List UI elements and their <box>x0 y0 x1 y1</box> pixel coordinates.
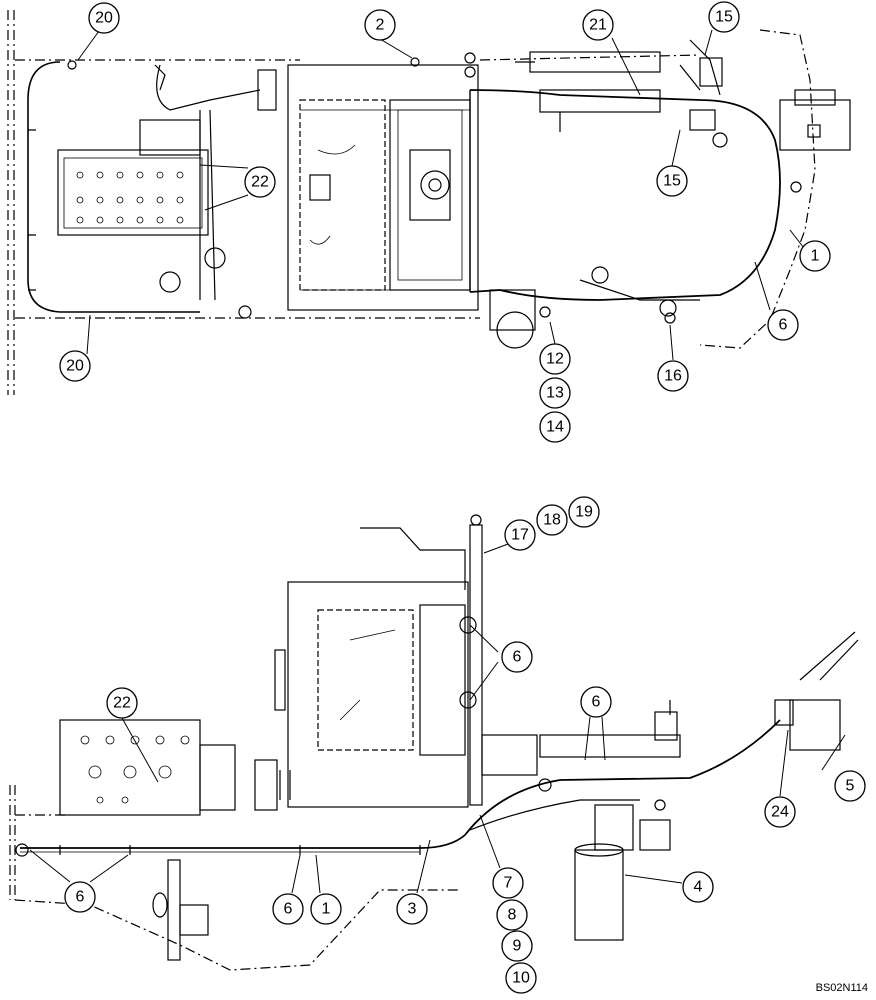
callout-14: 14 <box>539 411 571 443</box>
callout-9: 9 <box>501 930 533 962</box>
svg-text:21: 21 <box>589 17 607 34</box>
callout-10: 10 <box>505 962 537 994</box>
callout-3: 3 <box>396 893 428 925</box>
svg-text:20: 20 <box>95 10 113 27</box>
callout-18: 18 <box>536 504 568 536</box>
svg-text:7: 7 <box>504 875 513 892</box>
svg-text:15: 15 <box>715 9 733 26</box>
svg-text:20: 20 <box>66 358 84 375</box>
svg-text:22: 22 <box>113 695 131 712</box>
svg-text:1: 1 <box>811 248 820 265</box>
top-view <box>7 10 851 395</box>
callout-22-top: 22 <box>244 166 276 198</box>
svg-text:10: 10 <box>512 970 530 987</box>
callout-17: 17 <box>504 519 536 551</box>
callout-20-top: 20 <box>88 2 120 34</box>
callout-16: 16 <box>657 360 689 392</box>
callout-6-left: 6 <box>64 881 96 913</box>
callout-22-side: 22 <box>106 687 138 719</box>
svg-text:13: 13 <box>546 385 564 402</box>
svg-text:6: 6 <box>513 649 522 666</box>
callout-15-top: 15 <box>708 1 740 33</box>
svg-text:3: 3 <box>408 901 417 918</box>
svg-text:17: 17 <box>511 527 529 544</box>
callout-24: 24 <box>764 796 796 828</box>
svg-text:19: 19 <box>575 504 593 521</box>
callout-6-upper: 6 <box>580 686 612 718</box>
engine-bolt-grid <box>76 171 184 224</box>
svg-text:6: 6 <box>592 694 601 711</box>
callout-2: 2 <box>364 9 396 41</box>
drawing-code: BS02N114 <box>815 982 868 994</box>
svg-text:22: 22 <box>251 174 269 191</box>
callout-1-top: 1 <box>799 240 831 272</box>
callout-12: 12 <box>539 343 571 375</box>
svg-text:18: 18 <box>543 512 561 529</box>
svg-text:6: 6 <box>779 317 788 334</box>
callout-20-bottom: 20 <box>59 350 91 382</box>
callout-21: 21 <box>582 9 614 41</box>
callout-1-side: 1 <box>310 893 342 925</box>
leader-lines <box>29 29 846 894</box>
svg-text:24: 24 <box>771 804 789 821</box>
svg-text:14: 14 <box>546 419 564 436</box>
svg-text:16: 16 <box>664 368 682 385</box>
side-view <box>9 514 859 971</box>
svg-text:8: 8 <box>508 907 517 924</box>
callout-4: 4 <box>682 871 714 903</box>
svg-text:6: 6 <box>76 889 85 906</box>
callout-19: 19 <box>568 496 600 528</box>
callout-15-bottom: 15 <box>656 165 688 197</box>
svg-text:2: 2 <box>376 17 385 34</box>
callout-13: 13 <box>539 377 571 409</box>
callout-6-mid: 6 <box>272 893 304 925</box>
svg-text:1: 1 <box>322 901 331 918</box>
callout-5: 5 <box>834 770 866 802</box>
svg-text:6: 6 <box>284 901 293 918</box>
svg-text:15: 15 <box>663 173 681 190</box>
svg-text:4: 4 <box>694 879 703 896</box>
callout-6-top: 6 <box>767 309 799 341</box>
svg-text:9: 9 <box>513 938 522 955</box>
callout-8: 8 <box>496 899 528 931</box>
svg-text:5: 5 <box>846 778 855 795</box>
svg-text:12: 12 <box>546 351 564 368</box>
callout-7: 7 <box>492 867 524 899</box>
engine-side-bolts <box>80 735 190 804</box>
callout-6-mast: 6 <box>501 641 533 673</box>
